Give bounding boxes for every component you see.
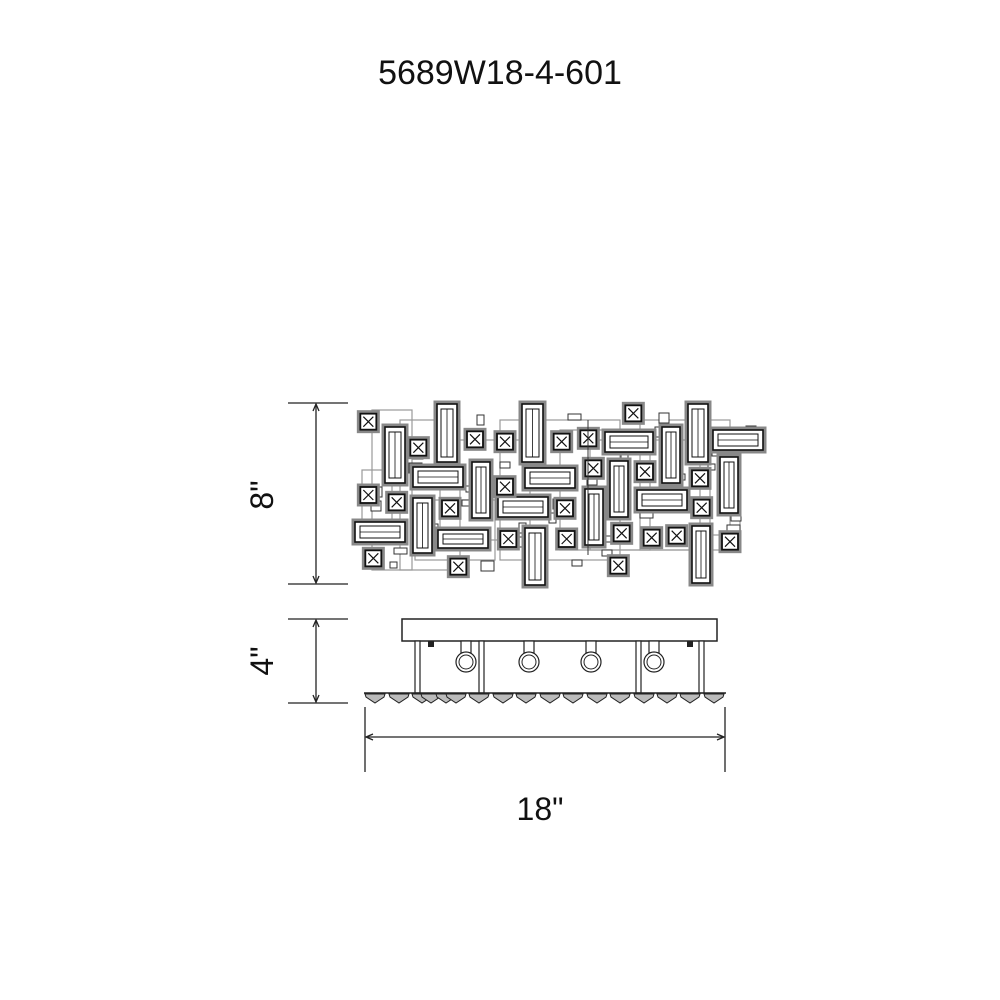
support-rod — [414, 640, 421, 694]
horizontal-crystal — [521, 464, 579, 492]
x-crystal-box — [463, 427, 487, 451]
hanging-crystal — [586, 693, 608, 704]
support-rod — [478, 640, 485, 694]
small-panel — [658, 412, 670, 424]
top-view-fixture — [351, 400, 767, 589]
hanging-crystal — [364, 693, 386, 704]
x-crystal-box — [356, 483, 380, 507]
height-dimension-4 — [288, 618, 348, 704]
hanging-crystal — [492, 693, 514, 704]
hanging-crystal — [468, 693, 490, 704]
hanging-crystal — [515, 693, 537, 704]
light-socket-ring — [518, 640, 540, 673]
x-crystal-box — [438, 496, 462, 520]
x-crystal-box — [665, 524, 689, 548]
vertical-crystal — [688, 522, 714, 587]
x-crystal-box — [690, 496, 714, 520]
hanging-crystal — [656, 693, 678, 704]
vertical-crystal — [409, 494, 436, 557]
x-crystal-box — [610, 521, 634, 545]
height-label-4: 4" — [244, 646, 280, 675]
support-rod — [698, 640, 705, 694]
vertical-crystal — [468, 458, 494, 522]
horizontal-crystal — [409, 463, 467, 491]
small-panel — [393, 547, 408, 555]
mounting-screw — [687, 641, 693, 647]
light-socket-ring — [643, 640, 665, 673]
x-crystal-box — [640, 526, 664, 550]
hanging-crystal — [539, 693, 561, 704]
width-dimension-18 — [364, 707, 726, 772]
x-crystal-box — [550, 430, 574, 454]
x-crystal-box — [446, 555, 470, 579]
small-panel — [499, 461, 511, 469]
horizontal-crystal — [494, 493, 552, 521]
x-crystal-box — [555, 527, 579, 551]
vertical-crystal — [606, 457, 632, 521]
vertical-crystal — [433, 400, 461, 466]
horizontal-crystal — [434, 526, 492, 552]
height-dimension-8 — [288, 402, 348, 585]
x-crystal-box — [553, 496, 577, 520]
hanging-crystal — [445, 693, 467, 704]
mounting-screw — [428, 641, 434, 647]
x-crystal-box — [581, 456, 605, 480]
x-crystal-box — [496, 527, 520, 551]
vertical-crystal — [658, 423, 684, 487]
horizontal-crystal — [351, 518, 409, 546]
hanging-crystal — [679, 693, 701, 704]
vertical-crystal — [716, 453, 742, 517]
horizontal-crystal — [709, 426, 767, 454]
vertical-crystal — [581, 485, 607, 549]
vertical-crystal — [521, 524, 549, 589]
small-panel — [389, 561, 398, 569]
model-number-title: 5689W18-4-601 — [378, 54, 622, 92]
hanging-crystal — [703, 693, 725, 704]
x-crystal-box — [718, 530, 742, 554]
width-label-18: 18" — [517, 791, 564, 827]
horizontal-crystal — [601, 428, 657, 456]
light-socket-ring — [455, 640, 477, 673]
x-crystal-box — [688, 466, 712, 490]
small-panel — [476, 414, 485, 426]
x-crystal-box — [493, 430, 517, 454]
small-panel — [461, 499, 470, 507]
x-crystal-box — [356, 410, 380, 434]
light-socket-ring — [580, 640, 602, 673]
hanging-crystal — [562, 693, 584, 704]
x-crystal-box — [633, 460, 657, 484]
hanging-crystal — [388, 693, 410, 704]
x-crystal-box — [621, 401, 645, 425]
x-crystal-box — [361, 546, 385, 570]
x-crystal-box — [385, 490, 409, 514]
vertical-crystal — [381, 423, 409, 487]
small-panel — [571, 559, 583, 567]
small-panel — [567, 413, 582, 421]
height-label-8: 8" — [244, 480, 280, 509]
small-panel — [480, 560, 495, 572]
x-crystal-box — [606, 554, 630, 578]
support-rod — [635, 640, 642, 694]
x-crystal-box — [406, 436, 430, 460]
side-view-fixture — [364, 618, 726, 704]
vertical-crystal — [518, 400, 547, 466]
horizontal-crystal — [633, 486, 691, 514]
hanging-crystal — [633, 693, 655, 704]
canopy-plate — [401, 618, 718, 642]
x-crystal-box — [493, 475, 517, 499]
hanging-crystal — [609, 693, 631, 704]
vertical-crystal — [684, 400, 712, 466]
